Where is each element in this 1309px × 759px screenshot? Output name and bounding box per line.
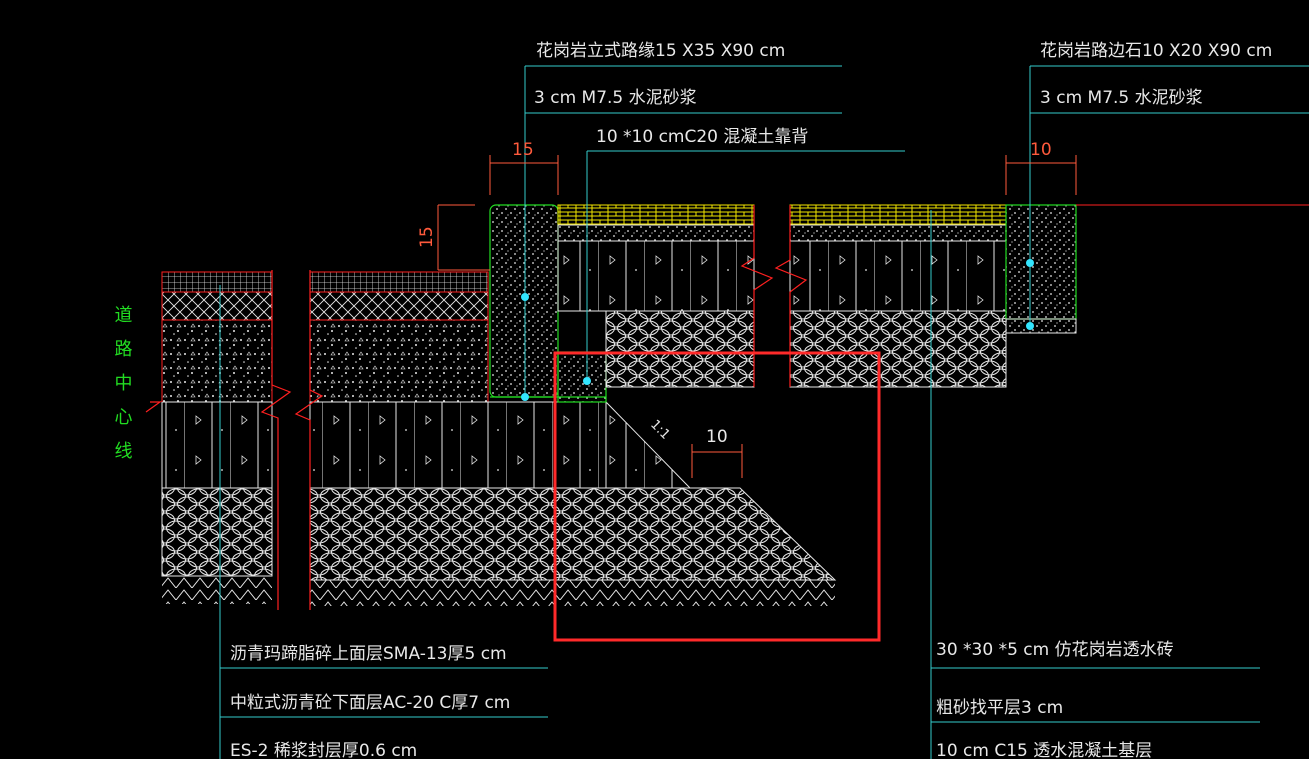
label-sand-layer: 粗砂找平层3 cm: [936, 698, 1063, 718]
label-curb-stone: 花岗岩立式路缘15 X35 X90 cm: [536, 41, 785, 61]
label-ac-layer: 中粒式沥青砼下面层AC-20 C厚7 cm: [230, 693, 510, 713]
road-pavement-section: [145, 270, 837, 610]
label-curb-mortar: 3 cm M7.5 水泥砂浆: [534, 88, 697, 108]
dim-curb-width: 15: [512, 140, 534, 160]
annotation-labels: 花岗岩立式路缘15 X35 X90 cm 3 cm M7.5 水泥砂浆 10 *…: [230, 41, 1272, 759]
label-edge-stone: 花岗岩路边石10 X20 X90 cm: [1040, 41, 1272, 61]
label-concrete-backing: 10 *10 cmC20 混凝土靠背: [596, 127, 808, 147]
label-sma-layer: 沥青玛蹄脂碎上面层SMA-13厚5 cm: [230, 644, 507, 664]
highlight-box: [553, 351, 881, 642]
leader-dots: [521, 259, 1034, 401]
granite-curb: [489, 204, 607, 403]
label-road-centerline: 道路中心线: [112, 305, 133, 475]
label-paver-layer: 30 *30 *5 cm 仿花岗岩透水砖: [936, 640, 1174, 660]
leader-lines: [219, 65, 1309, 759]
label-seal-layer: ES-2 稀浆封层厚0.6 cm: [230, 741, 417, 759]
label-edge-mortar: 3 cm M7.5 水泥砂浆: [1040, 88, 1203, 108]
dim-offset: 10: [706, 427, 728, 447]
sidewalk-section: [557, 204, 1309, 388]
dimension-lines: [437, 155, 1077, 478]
label-base-layer: 10 cm C15 透水混凝土基层: [936, 741, 1152, 759]
dim-slope: 1:1: [647, 417, 672, 442]
dim-edge-width: 10: [1030, 140, 1052, 160]
dim-curb-height: 15: [417, 226, 437, 248]
